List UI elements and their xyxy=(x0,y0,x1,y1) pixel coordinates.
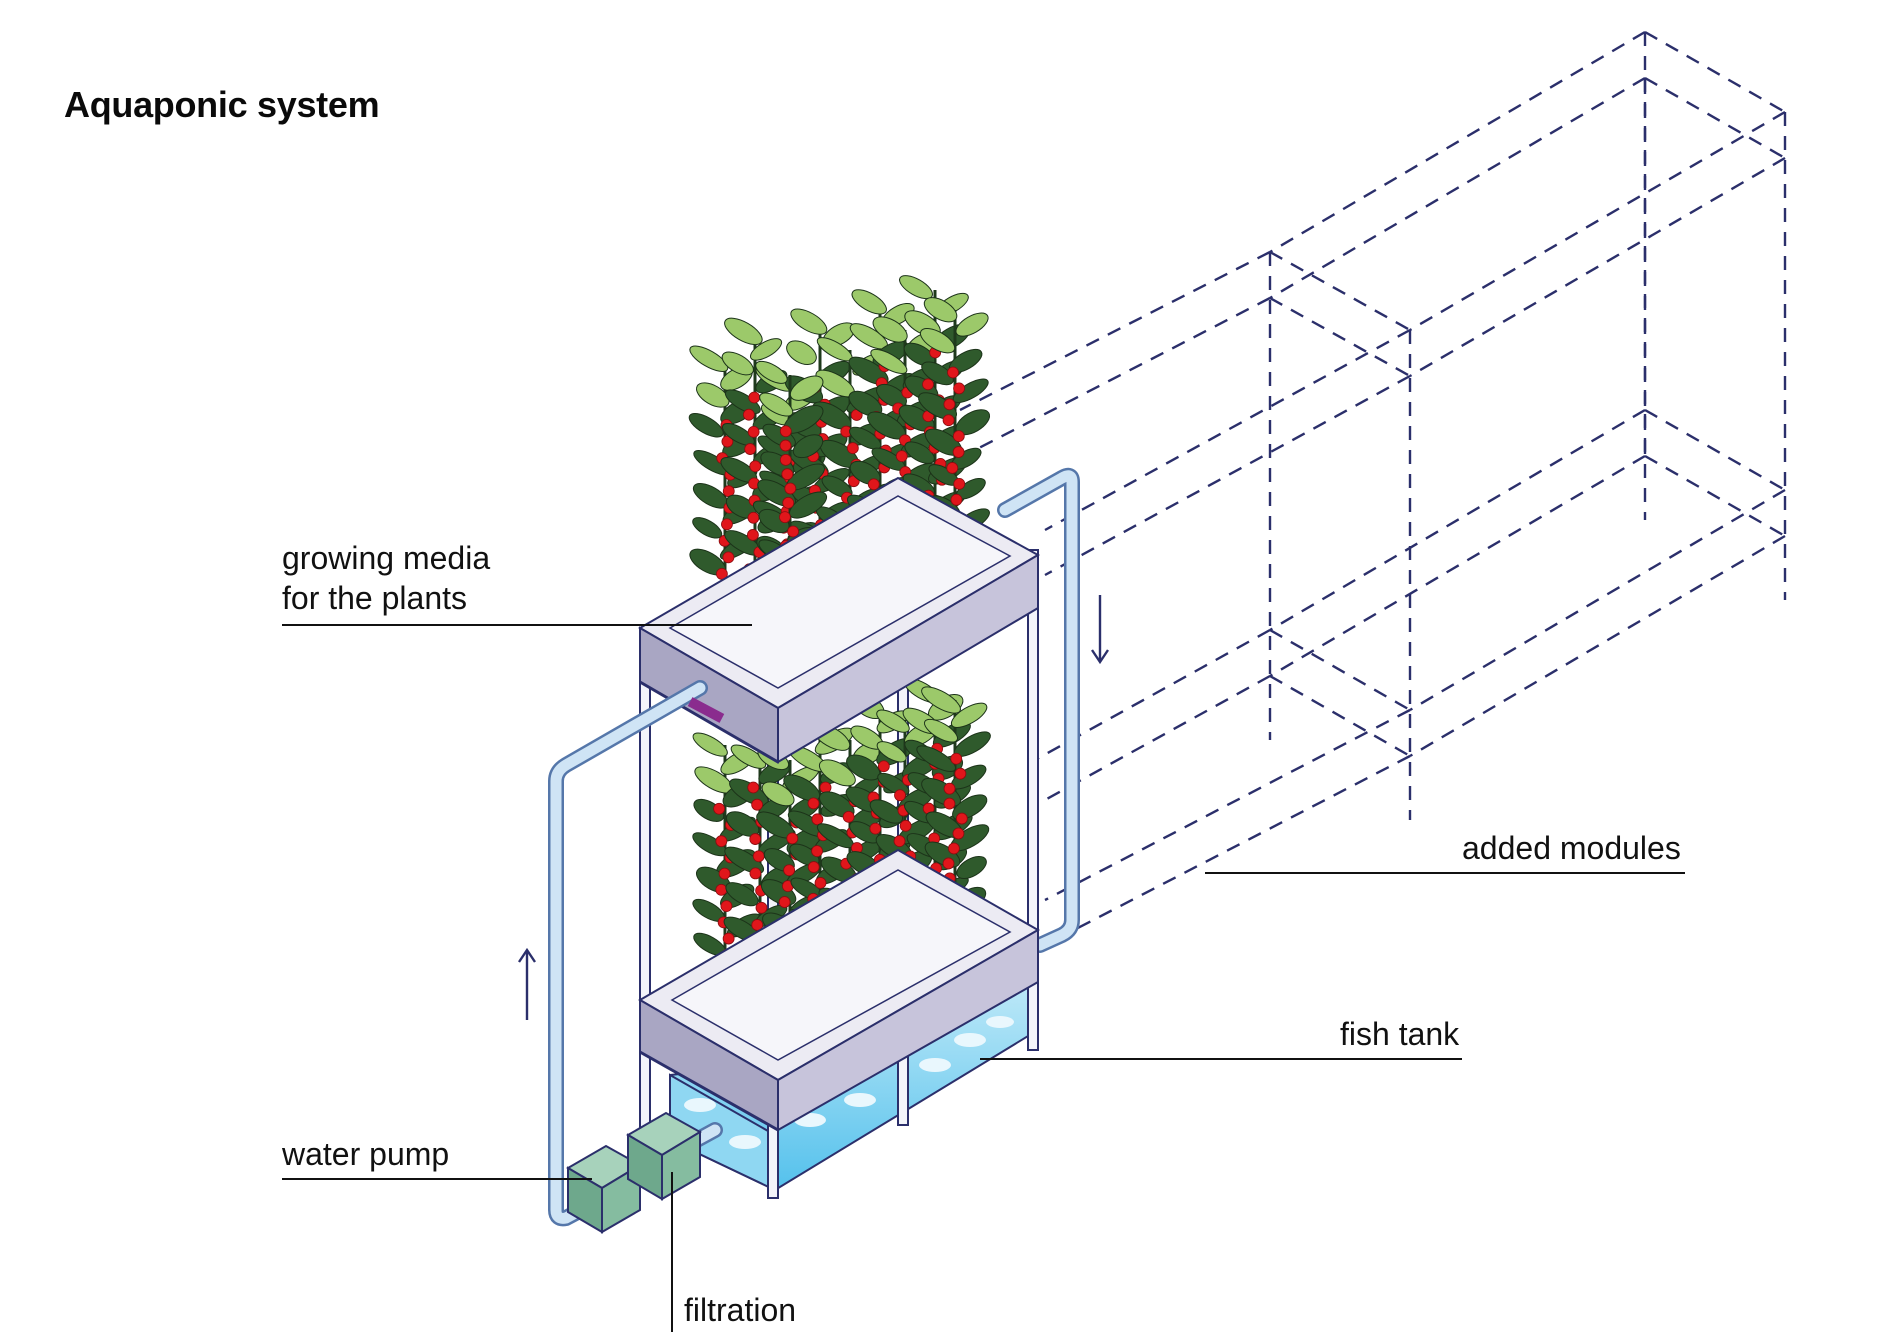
flow-arrow-up xyxy=(518,947,536,1020)
flow-arrow-down xyxy=(1091,595,1109,665)
label-filtration: filtration xyxy=(684,1292,797,1328)
label-added-modules: added modules xyxy=(1462,830,1681,866)
water-pump-unit xyxy=(566,1144,642,1234)
leader-water-pump xyxy=(282,1178,592,1180)
upper-grow-tray xyxy=(638,476,1041,764)
filtration-unit xyxy=(626,1111,702,1201)
label-water-pump: water pump xyxy=(282,1136,450,1172)
leader-fish-tank xyxy=(980,1058,1462,1060)
added-modules-outline xyxy=(959,30,1787,947)
label-growing-media-line2: for the plants xyxy=(282,580,467,616)
leader-growing-media xyxy=(282,624,752,626)
leader-added-modules xyxy=(1205,872,1685,874)
return-pipe xyxy=(997,467,1080,953)
label-growing-media-line1: growing media xyxy=(282,540,491,576)
label-fish-tank: fish tank xyxy=(1340,1016,1460,1052)
diagram-title: Aquaponic system xyxy=(64,84,380,125)
leader-filtration xyxy=(671,1172,673,1332)
lower-grow-tray xyxy=(638,848,1041,1132)
